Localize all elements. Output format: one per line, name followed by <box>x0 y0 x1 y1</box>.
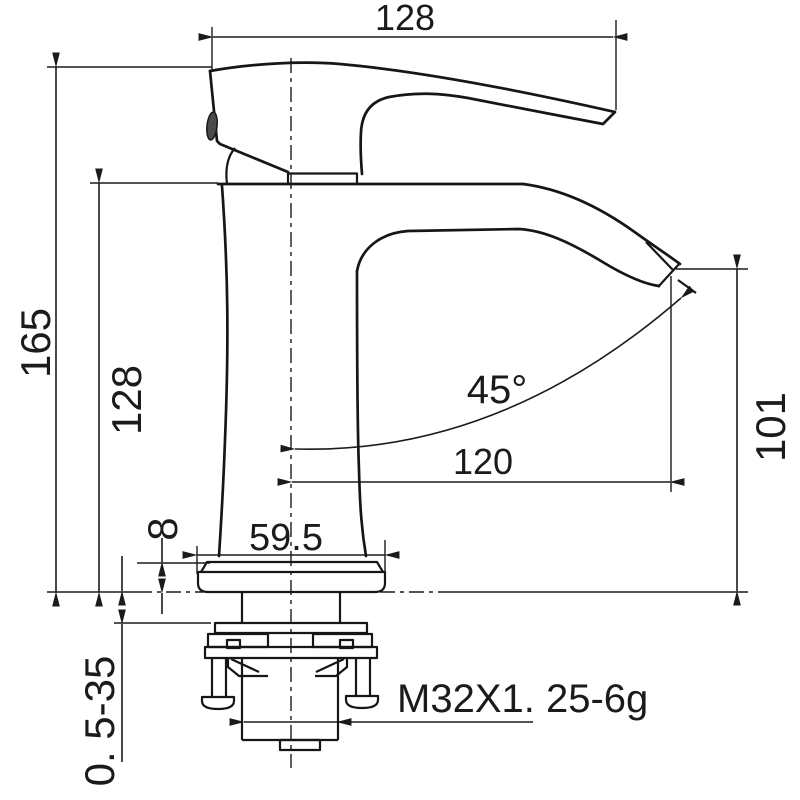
handle-lever <box>208 61 617 176</box>
dim-label-mount-range: 0. 5-35 <box>76 656 123 787</box>
dim-label-top-width: 128 <box>375 0 435 38</box>
screw-head-left <box>200 695 236 711</box>
lock-nut-left <box>226 658 268 678</box>
mounting-neck <box>240 592 342 623</box>
dim-label-outlet-height: 101 <box>747 392 794 462</box>
base-plate-upper <box>200 560 384 573</box>
handle-left-edge <box>208 69 290 174</box>
lock-nut-right <box>315 658 349 678</box>
screw-head-right <box>344 694 380 710</box>
dim-label-thread-spec: M32X1. 25-6g <box>397 677 648 721</box>
body-left-edge <box>217 184 229 558</box>
spout-inner-curve <box>355 227 661 288</box>
fixing-screw-left <box>210 658 228 697</box>
dimension-lines <box>52 33 741 762</box>
faucet-outline <box>196 61 697 752</box>
centerlines <box>47 58 748 768</box>
base-flange <box>196 570 387 594</box>
spout-tip-face <box>657 262 681 288</box>
dim-label-plate-thickness: 8 <box>139 517 186 540</box>
dim-label-base-width: 59.5 <box>249 517 323 559</box>
dim-label-overall-height: 165 <box>12 308 59 378</box>
dim-arc-outlet-angle <box>280 285 695 453</box>
handle-pivot-pin <box>206 111 218 141</box>
hose-connector <box>278 738 322 752</box>
cap-rim <box>286 172 359 184</box>
dim-label-outlet-reach: 120 <box>453 441 513 482</box>
dim-label-outlet-angle: 45° <box>467 368 528 412</box>
body-right-edge <box>355 269 368 558</box>
dimension-labels: 128 165 128 101 120 45° 59.5 8 0. 5-35 M… <box>12 0 794 786</box>
mounting-bracket-bar <box>203 645 379 660</box>
fixing-screw-right <box>354 658 372 696</box>
spout-aerator-line <box>645 241 674 271</box>
mounting-washer <box>213 621 369 635</box>
cap-left-curve <box>225 147 236 185</box>
spout-outer-curve <box>521 182 682 266</box>
spout-angle-ref-stroke <box>677 279 697 294</box>
dim-label-body-height: 128 <box>103 365 150 435</box>
